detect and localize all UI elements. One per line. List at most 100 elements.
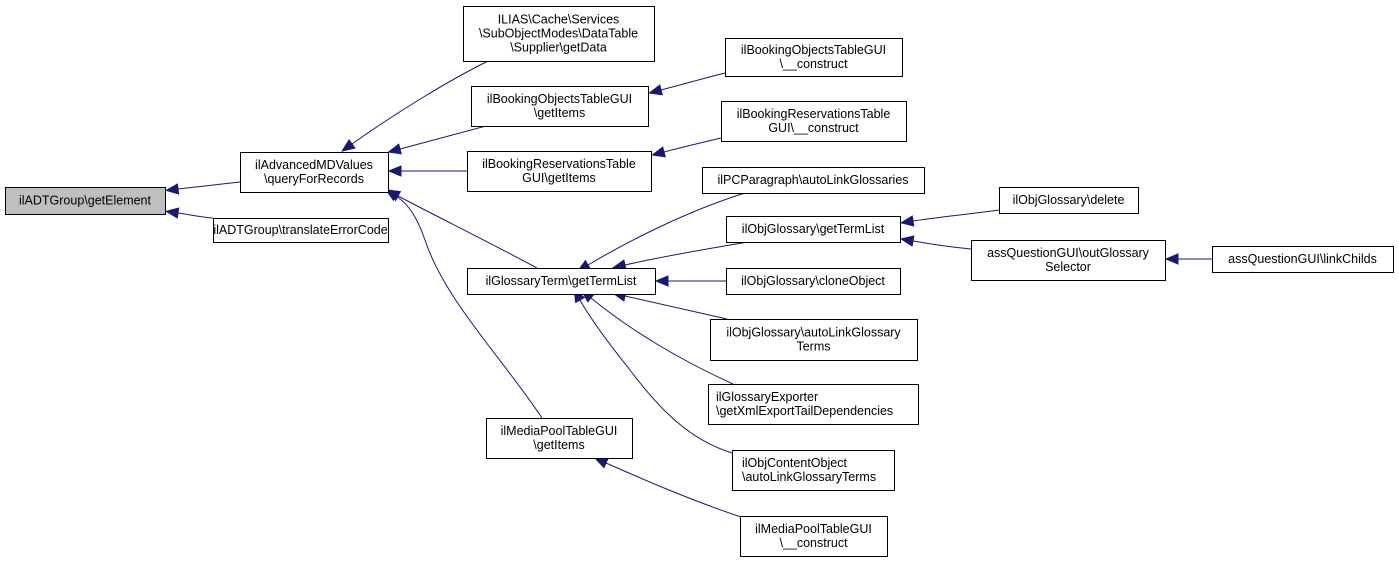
node-label: \autoLinkGlossaryTerms: [742, 470, 876, 484]
node-box[interactable]: [486, 418, 633, 459]
node-label: Terms: [796, 340, 830, 354]
edge-line: [395, 195, 543, 419]
edge-bookingResConstruct-to-bookingResGetItems: [651, 137, 722, 158]
node-label: assQuestionGUI\outGlossary: [987, 246, 1150, 260]
node-box[interactable]: [721, 101, 907, 142]
node-bookingResConstruct[interactable]: ilBookingReservationsTableGUI\__construc…: [721, 101, 907, 142]
edge-line: [912, 209, 1000, 222]
node-box[interactable]: [467, 151, 652, 192]
node-label: \__construct: [779, 536, 848, 550]
node-box[interactable]: [5, 187, 166, 215]
node-box[interactable]: [740, 516, 888, 557]
nodes-layer: ilADTGroup\getElementilAdvancedMDValues\…: [5, 6, 1394, 557]
edge-line: [399, 125, 487, 150]
node-box[interactable]: [471, 86, 649, 127]
node-pcParagraphAutoLink[interactable]: ilPCParagraph\autoLinkGlossaries: [702, 167, 925, 194]
node-objGlossaryDelete[interactable]: ilObjGlossary\delete: [999, 187, 1139, 214]
node-label: \__construct: [779, 57, 848, 71]
node-label: ilGlossaryTerm\getTermList: [486, 274, 637, 288]
node-label: ilADTGroup\translateErrorCode: [213, 223, 387, 237]
node-mediaPoolGetItems[interactable]: ilMediaPoolTableGUI\getItems: [486, 418, 633, 459]
edge-objGlossaryAutoLink-to-glossaryTermGetTermList: [612, 290, 728, 320]
node-linkChilds[interactable]: assQuestionGUI\linkChilds: [1212, 246, 1394, 273]
edge-objGlossaryGetTermList-to-glossaryTermGetTermList: [612, 241, 749, 271]
node-box[interactable]: [999, 187, 1139, 214]
node-box[interactable]: [726, 216, 901, 243]
node-objGlossaryGetTermList[interactable]: ilObjGlossary\getTermList: [726, 216, 901, 243]
node-mediaPoolConstruct[interactable]: ilMediaPoolTableGUI\__construct: [740, 516, 888, 557]
node-label: GUI\getItems: [522, 171, 596, 185]
arrowhead-icon: [387, 143, 402, 155]
edge-objGlossaryDelete-to-objGlossaryGetTermList: [899, 209, 1000, 227]
node-box[interactable]: [725, 38, 903, 77]
node-label: ilPCParagraph\autoLinkGlossaries: [717, 173, 908, 187]
arrowhead-icon: [1164, 253, 1179, 265]
node-objContentObject[interactable]: ilObjContentObject\autoLinkGlossaryTerms: [732, 450, 895, 491]
node-box[interactable]: [732, 450, 895, 491]
node-box[interactable]: [467, 268, 656, 295]
edge-outGlossarySelector-to-objGlossaryGetTermList: [899, 235, 972, 250]
node-box[interactable]: [213, 218, 389, 243]
node-glossaryExporter[interactable]: ilGlossaryExporter\getXmlExportTailDepen…: [708, 384, 919, 425]
edge-line: [660, 72, 726, 91]
arrowhead-icon: [593, 457, 609, 469]
edge-line: [587, 192, 746, 266]
edge-line: [177, 181, 241, 190]
edge-pcParagraphAutoLink-to-glossaryTermGetTermList: [576, 192, 746, 272]
node-label: \queryForRecords: [264, 172, 364, 186]
node-label: ilBookingObjectsTableGUI: [487, 92, 632, 106]
node-label: ilObjGlossary\delete: [1013, 193, 1125, 207]
node-supplierGetData[interactable]: ILIAS\Cache\Services\SubObjectModes\Data…: [463, 6, 655, 62]
edge-bookingObjConstruct-to-bookingObjGetItems: [648, 72, 726, 96]
node-label: ilMediaPoolTableGUI: [755, 522, 872, 536]
node-bookingObjGetItems[interactable]: ilBookingObjectsTableGUI\getItems: [471, 86, 649, 127]
node-label: ilBookingReservationsTable: [482, 157, 636, 171]
arrowhead-icon: [164, 207, 180, 219]
edges-layer: [164, 60, 1212, 518]
node-label: ilAdvancedMDValues: [255, 158, 373, 172]
edge-line: [912, 240, 972, 250]
node-bookingObjConstruct[interactable]: ilBookingObjectsTableGUI\__construct: [725, 38, 903, 77]
node-label: ILIAS\Cache\Services: [498, 13, 620, 27]
arrowhead-icon: [899, 215, 915, 227]
arrowhead-icon: [387, 165, 402, 177]
node-box[interactable]: [240, 152, 389, 193]
edge-line: [351, 60, 489, 145]
edge-line: [397, 195, 538, 269]
node-label: ilBookingReservationsTable: [737, 107, 891, 121]
node-label: \getItems: [533, 438, 584, 452]
edge-objGlossaryCloneObject-to-glossaryTermGetTermList: [654, 275, 726, 287]
edge-translateErrorCode-to-getElement: [164, 207, 214, 219]
node-label: \getXmlExportTailDependencies: [716, 404, 893, 418]
node-box[interactable]: [702, 167, 925, 194]
node-box[interactable]: [1212, 246, 1394, 273]
node-label: ilGlossaryExporter: [716, 390, 818, 404]
node-box[interactable]: [708, 384, 919, 425]
node-box[interactable]: [971, 240, 1166, 281]
arrowhead-icon: [164, 183, 180, 195]
node-box[interactable]: [726, 268, 901, 295]
node-label: ilMediaPoolTableGUI: [501, 424, 618, 438]
edge-mediaPoolGetItems-to-queryForRecords: [384, 188, 543, 419]
edge-line: [663, 137, 722, 153]
node-objGlossaryCloneObject[interactable]: ilObjGlossary\cloneObject: [726, 268, 901, 295]
arrowhead-icon: [648, 84, 663, 96]
edge-glossaryTermGetTermList-to-queryForRecords: [386, 189, 538, 269]
node-objGlossaryAutoLink[interactable]: ilObjGlossary\autoLinkGlossaryTerms: [710, 319, 918, 361]
edge-line: [590, 297, 734, 385]
node-getElement[interactable]: ilADTGroup\getElement: [5, 187, 166, 215]
node-box[interactable]: [463, 6, 655, 62]
node-queryForRecords[interactable]: ilAdvancedMDValues\queryForRecords: [240, 152, 389, 193]
node-box[interactable]: [710, 319, 918, 361]
arrowhead-icon: [651, 146, 666, 158]
arrowhead-icon: [654, 275, 669, 287]
node-glossaryTermGetTermList[interactable]: ilGlossaryTerm\getTermList: [467, 268, 656, 295]
node-translateErrorCode[interactable]: ilADTGroup\translateErrorCode: [213, 218, 389, 243]
node-label: ilObjGlossary\autoLinkGlossary: [726, 326, 901, 340]
node-label: ilObjContentObject: [742, 456, 847, 470]
edge-line: [177, 212, 214, 219]
edge-bookingObjGetItems-to-queryForRecords: [387, 125, 487, 155]
